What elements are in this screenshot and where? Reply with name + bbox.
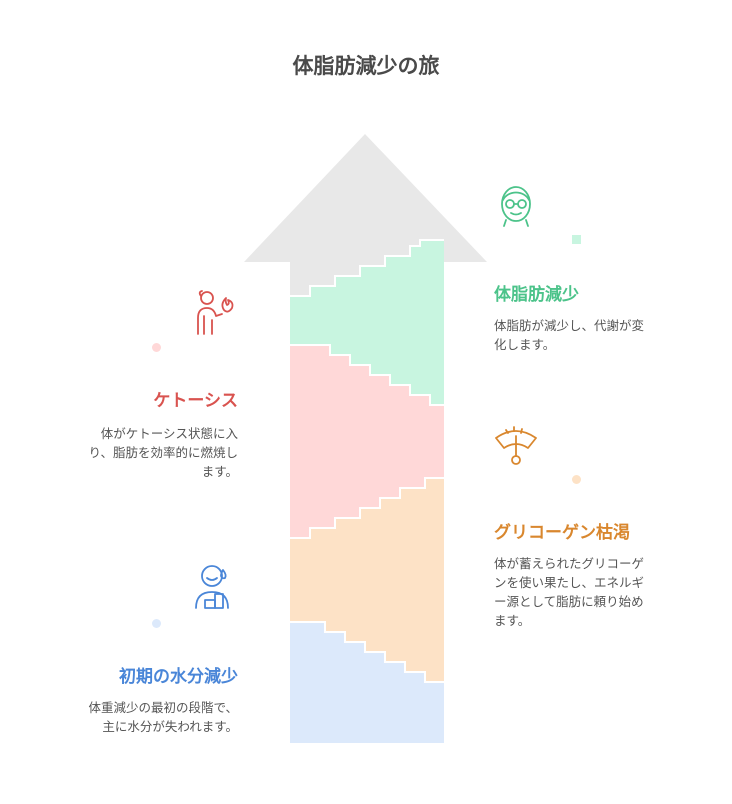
stage-band-water-loss	[290, 622, 444, 743]
page-title: 体脂肪減少の旅	[292, 54, 440, 78]
stage-desc-ketosis: 体がケトーシス状態に入 り、脂肪を効率的に燃焼し ます。	[88, 426, 238, 479]
stage-title-ketosis: ケトーシス	[153, 391, 238, 411]
person-with-flame-icon	[197, 290, 234, 335]
decor-dot-red	[152, 343, 161, 352]
stage-band-fat-loss	[290, 240, 444, 405]
stage-title-water-loss: 初期の水分減少	[119, 667, 238, 687]
arrow-head	[244, 134, 487, 262]
stage-title-glycogen: グリコーゲン枯渇	[494, 523, 630, 543]
stage-band-ketosis	[290, 345, 444, 538]
decor-dot-green	[572, 235, 581, 244]
stage-desc-water-loss: 体重減少の最初の段階で、 主に水分が失われます。	[88, 700, 238, 734]
person-with-droplet-icon	[195, 565, 229, 609]
stage-desc-glycogen: 体が蓄えられたグリコーゲ ンを使い果たし、エネルギ ー源として脂肪に頼り始め ま…	[494, 556, 645, 628]
stage-title-fat-loss: 体脂肪減少	[494, 285, 579, 305]
decor-dot-orange	[572, 475, 581, 484]
face-with-glasses-icon	[501, 186, 531, 227]
fuel-gauge-icon	[495, 426, 537, 465]
stage-desc-fat-loss: 体脂肪が減少し、代謝が変 化します。	[494, 318, 645, 352]
decor-dot-blue	[152, 619, 161, 628]
